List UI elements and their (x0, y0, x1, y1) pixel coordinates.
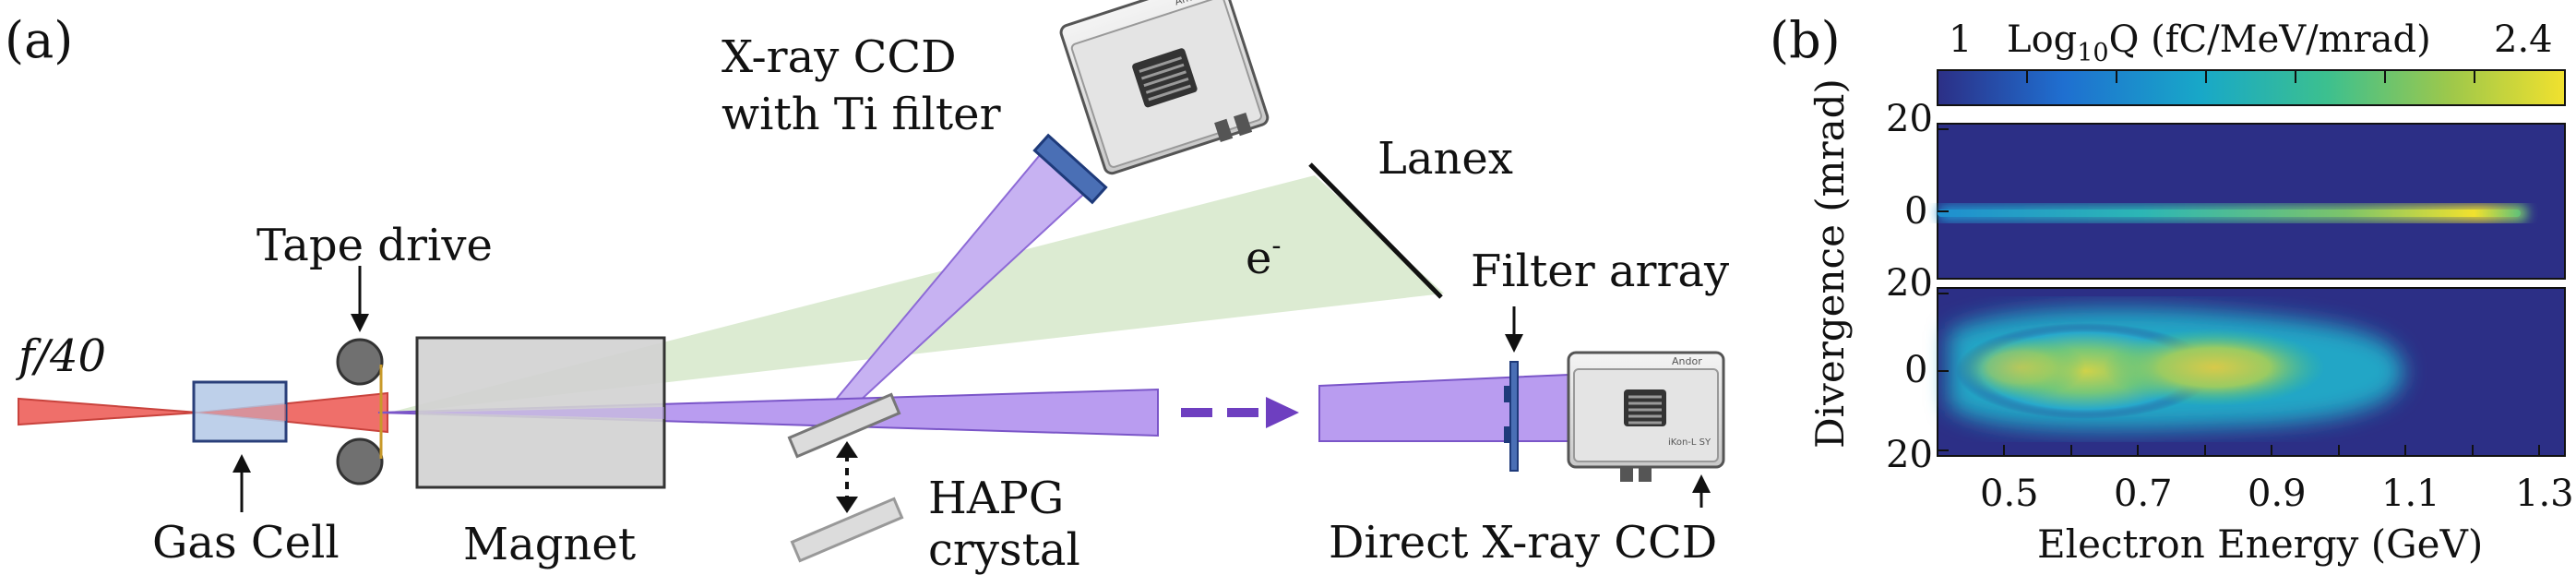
tape-drive (336, 338, 384, 485)
xray-ccd-label-line1: X-ray CCD (722, 31, 957, 83)
xray-ccd-camera: Andor (1059, 0, 1270, 175)
spectrum-top (1937, 123, 2566, 280)
hapg-crystal-retracted (790, 497, 904, 563)
annotation-arrows (233, 266, 1711, 512)
propagation-arrow (1181, 397, 1299, 428)
spectrum-top-beam-core (1938, 210, 2521, 217)
filter-array (1504, 361, 1519, 472)
direct-ccd-label: Direct X-ray CCD (1329, 517, 1717, 569)
y-tick-bottom-20a: 20 (1886, 262, 1933, 305)
tape-drive-label: Tape drive (256, 220, 493, 271)
magnet-label: Magnet (463, 519, 636, 570)
laser-beam-in (18, 397, 199, 426)
panel-a-label: (a) (5, 11, 73, 69)
hapg-crystal (787, 392, 901, 459)
hapg-label-line1: HAPG (928, 473, 1064, 524)
panel-a: (a) (5, 0, 1729, 576)
filter-array-label: Filter array (1471, 246, 1729, 297)
spectrum-bottom-lobe-3 (1956, 336, 2085, 399)
ti-filter (1032, 133, 1108, 205)
y-axis-label: Divergence (mrad) (1807, 78, 1853, 449)
x-tick-0.7: 0.7 (2114, 473, 2173, 515)
direct-ccd-brand: Andor (1672, 355, 1702, 367)
x-tick-0.5: 0.5 (1980, 473, 2039, 515)
crystal-move-arrow (836, 441, 858, 513)
xray-ccd-label-line2: with Ti filter (722, 89, 1001, 140)
lanex-screen (1308, 162, 1443, 299)
y-tick-top-20: 20 (1886, 98, 1933, 140)
xray-beam-far (1318, 373, 1569, 442)
x-tick-1.3: 1.3 (2515, 473, 2574, 515)
y-tick-bottom-0: 0 (1904, 349, 1927, 391)
direct-ccd-camera: Andor iKon-L SY (1567, 351, 1725, 482)
direct-ccd-model: iKon-L SY (1668, 437, 1711, 448)
spectrum-bottom-lobe-2 (2104, 329, 2325, 406)
hapg-label-line2: crystal (928, 524, 1080, 576)
x-tick-1.1: 1.1 (2381, 473, 2440, 515)
panel-b-label: (b) (1770, 11, 1841, 69)
y-tick-bottom-20b: 20 (1886, 434, 1933, 476)
colorbar-max-label: 2.4 (2494, 18, 2553, 61)
x-tick-0.9: 0.9 (2248, 473, 2307, 515)
electron-label: e- (1246, 230, 1282, 284)
gas-cell-label: Gas Cell (152, 517, 340, 569)
y-tick-top-0: 0 (1904, 190, 1927, 233)
xray-beam-main (377, 388, 1159, 437)
panel-b: (b) 1 Log10Q (fC/MeV/mrad) 2.4 (1770, 11, 2574, 567)
spectrum-bottom (1937, 287, 2566, 457)
colorbar-title: Log10Q (fC/MeV/mrad) (2007, 18, 2431, 67)
f-number-label: f/40 (16, 330, 106, 382)
colorbar-min-label: 1 (1949, 18, 1972, 61)
colorbar-gradient (1937, 69, 2566, 106)
lanex-label: Lanex (1377, 133, 1513, 185)
x-axis-label: Electron Energy (GeV) (2037, 521, 2483, 567)
colorbar: 1 Log10Q (fC/MeV/mrad) 2.4 (1937, 18, 2566, 106)
